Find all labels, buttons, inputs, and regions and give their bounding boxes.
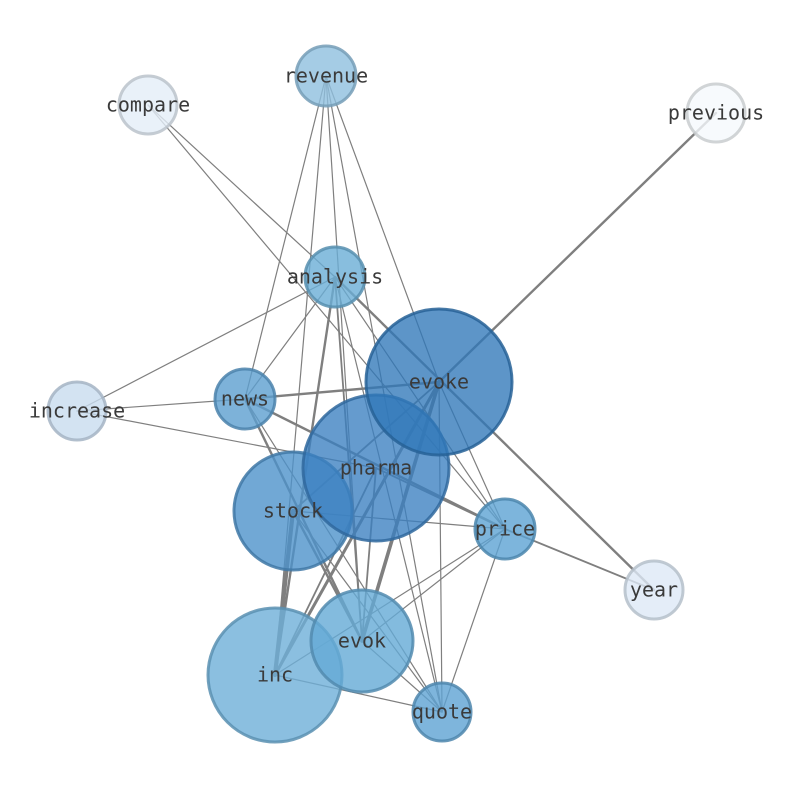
node-label-news: news [221,387,269,411]
labels-layer: revenue compare previous analysis evoke incre… [29,64,764,724]
node-price [473,497,537,561]
edge-revenue-inc [274,75,327,676]
node-label-analysis: analysis [287,265,383,289]
node-label-increase: increase [29,399,125,423]
node-label-compare: compare [106,93,190,117]
node-previous [685,82,747,144]
node-increase [46,380,108,442]
nodes-layer [46,44,747,744]
node-year [623,559,685,621]
node-label-revenue: revenue [284,64,368,88]
node-label-year: year [630,578,678,602]
node-label-pharma: pharma [340,456,412,480]
node-label-evoke: evoke [409,370,469,394]
node-label-inc: inc [257,663,293,687]
node-news [213,367,277,431]
node-label-stock: stock [263,499,323,523]
edge-price-quote [441,528,506,713]
node-compare [117,74,179,136]
node-label-quote: quote [412,700,472,724]
edge-analysis-compare [147,104,336,278]
node-analysis [303,245,367,309]
node-quote [411,681,473,743]
node-label-price: price [475,517,535,541]
node-evok [309,588,415,694]
node-revenue [294,44,358,108]
edge-revenue-evok [325,75,363,642]
node-evoke [364,307,514,457]
node-label-evok: evok [338,629,386,653]
edge-analysis-increase [76,276,336,412]
edge-revenue-news [244,75,327,400]
node-label-previous: previous [668,101,764,125]
